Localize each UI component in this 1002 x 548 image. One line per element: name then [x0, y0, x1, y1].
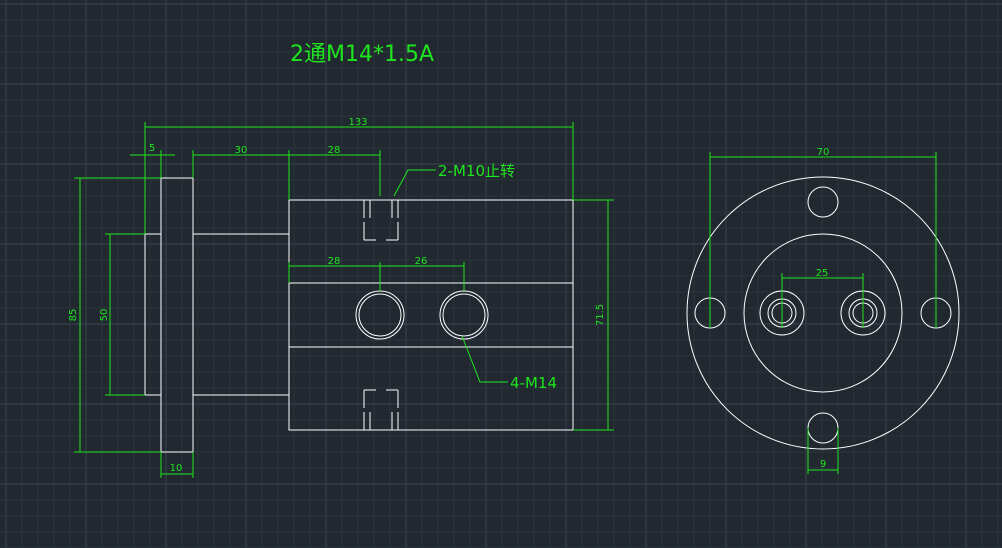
leader-tap-holes	[461, 335, 508, 383]
flange-outer-circle	[686, 176, 960, 450]
nut-body	[288, 199, 574, 431]
dim-center-spacing: 25	[816, 268, 829, 279]
pilot-circle	[743, 233, 903, 393]
dim-slot-width: 9	[820, 459, 826, 470]
pilot-step	[144, 233, 162, 396]
stop-thread-top	[363, 200, 399, 241]
dim-overall-length: 133	[348, 117, 367, 128]
dim-hole-offset: 28	[328, 256, 341, 267]
dim-flange-diameter: 85	[68, 309, 79, 322]
label-tap-holes: 4-M14	[510, 374, 557, 392]
tap-hole-left	[355, 290, 405, 340]
leader-stop-thread	[393, 169, 436, 197]
dim-bolt-circle: 70	[817, 147, 830, 158]
dim-body-height: 71.5	[595, 304, 606, 326]
drawing-title: 2通M14*1.5A	[290, 42, 434, 67]
stop-thread-bottom	[363, 389, 399, 430]
front-dimensions: 70 25 9	[709, 147, 937, 474]
dim-stop-offset: 28	[328, 145, 341, 156]
side-view	[144, 177, 574, 453]
mount-hole-top	[807, 186, 839, 218]
dim-hole-pitch: 26	[415, 256, 428, 267]
tap-hole-right	[439, 290, 489, 340]
dim-flange-thickness: 10	[170, 463, 183, 474]
dim-neck-length: 30	[235, 145, 248, 156]
side-dimensions: 133 5 30 28 28 26 85 50 71.5	[68, 117, 614, 478]
label-stop-thread: 2-M10止转	[438, 162, 515, 180]
mount-hole-bottom	[807, 412, 839, 444]
dim-neck-diameter: 50	[99, 309, 110, 322]
dim-flange-step: 5	[149, 143, 155, 154]
